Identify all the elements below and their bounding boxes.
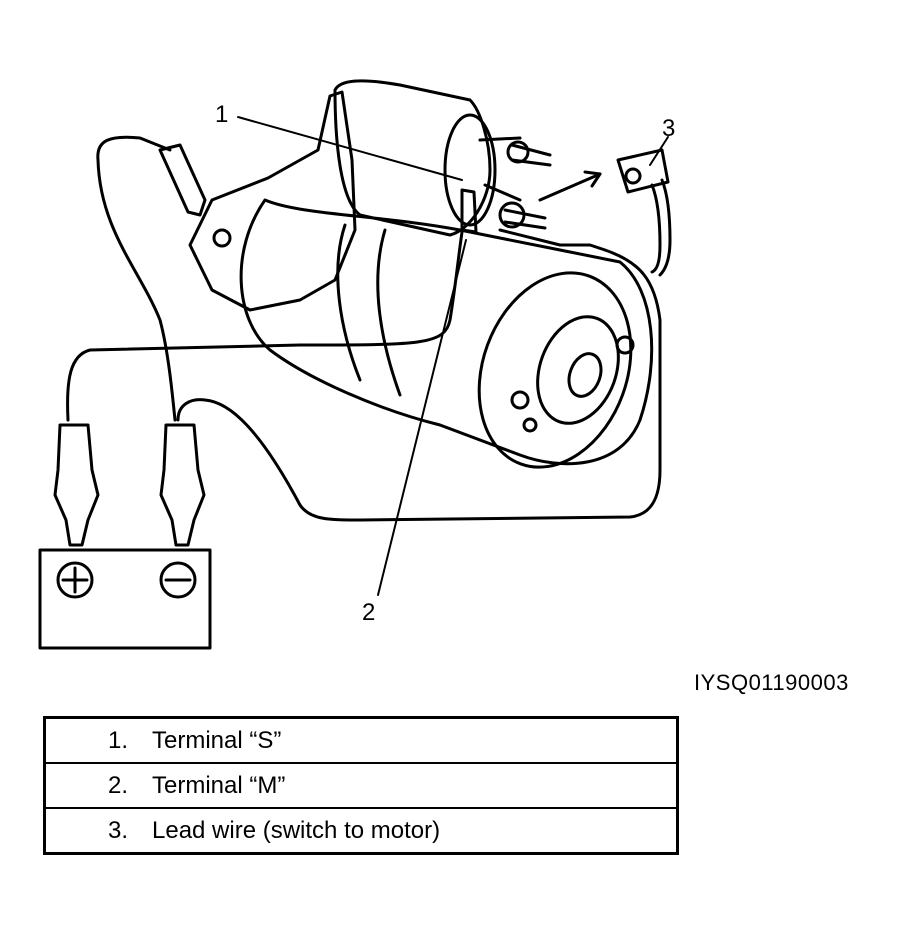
terminal-s-clip	[460, 188, 478, 234]
leader-line-1	[237, 116, 463, 181]
legend-row: 1. Terminal “S”	[45, 718, 678, 764]
leader-line-3	[649, 136, 669, 166]
terminal-stud-battery	[506, 140, 552, 167]
legend-number: 2.	[44, 762, 152, 808]
solenoid	[333, 79, 492, 237]
mounting-bracket	[188, 90, 357, 312]
figure-id: IYSQ01190003	[694, 670, 849, 695]
wire-to-bracket	[96, 135, 177, 422]
starter-motor-test-diagram: 1 2 3	[38, 79, 675, 650]
legend-text: Terminal “M”	[152, 762, 678, 808]
legend-row: 2. Terminal “M”	[44, 762, 678, 808]
motor-body	[239, 198, 654, 466]
wire-to-negative	[176, 248, 662, 522]
clip-negative	[159, 423, 206, 547]
callout-3: 3	[662, 115, 675, 142]
legend-text: Lead wire (switch to motor)	[152, 807, 678, 854]
disconnect-arrow	[538, 172, 602, 202]
legend-text: Terminal “S”	[152, 726, 282, 754]
legend-row: 3. Lead wire (switch to motor)	[44, 807, 678, 854]
clip-positive	[53, 423, 100, 547]
legend-number: 1.	[107, 726, 128, 754]
callout-1: 1	[215, 101, 228, 128]
legend-table: 1. Terminal “S” 2. Terminal “M” 3. Lead …	[43, 716, 679, 855]
battery	[38, 548, 212, 650]
legend-number: 3.	[44, 807, 152, 854]
motor-end-cover	[477, 271, 633, 469]
callout-2: 2	[362, 599, 375, 626]
wire-to-positive	[66, 230, 464, 422]
lead-wire-switch-to-motor	[616, 148, 672, 277]
leader-line-2	[377, 239, 467, 596]
terminal-m-stud	[498, 201, 547, 230]
